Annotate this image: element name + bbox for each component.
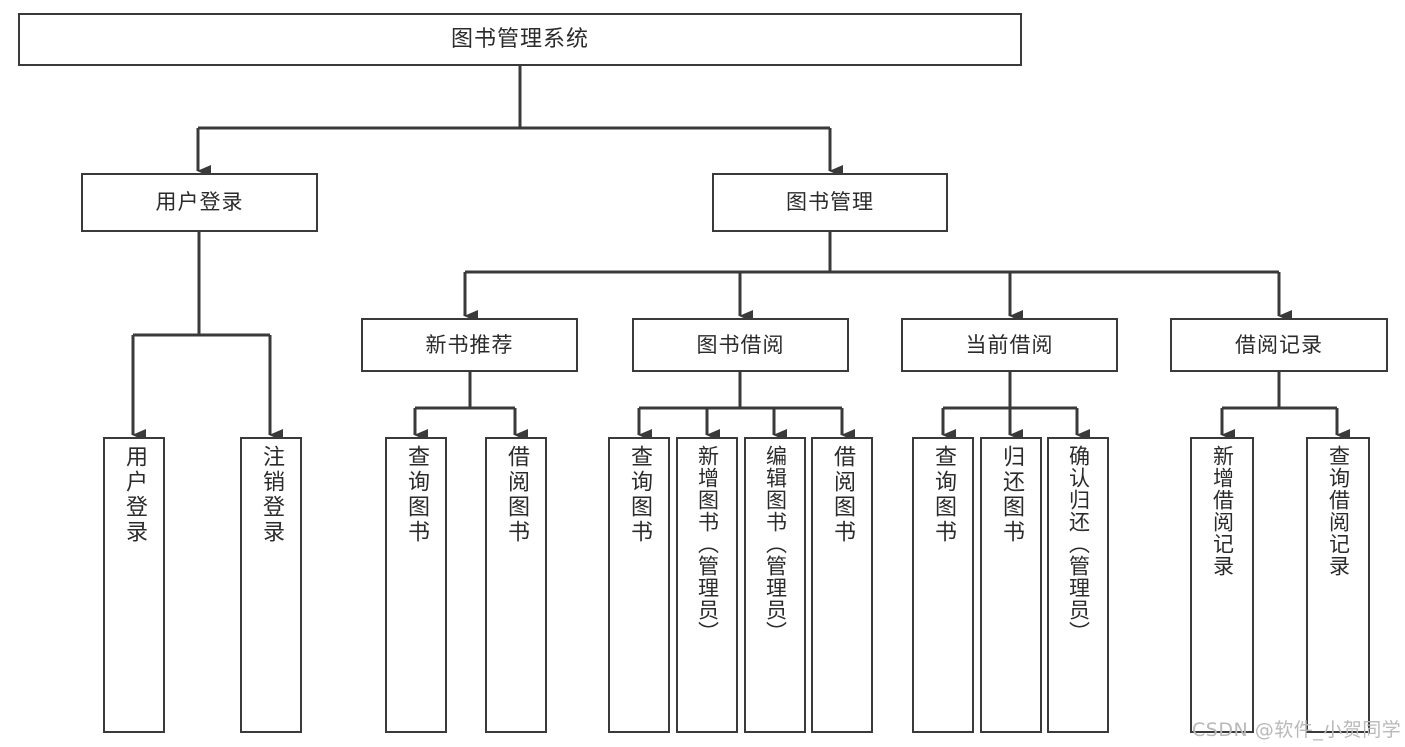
node-current-borrow[interactable]: 当前借阅	[901, 318, 1118, 372]
node-label: 新增图书（管理员）	[695, 445, 720, 643]
leaf-borrow-book[interactable]: 借阅图书	[811, 437, 873, 733]
node-label: 确认归还（管理员）	[1066, 445, 1091, 643]
leaf-confirm-return-admin[interactable]: 确认归还（管理员）	[1047, 437, 1109, 733]
node-label: 借阅图书	[504, 445, 529, 545]
node-label: 用户登录	[155, 190, 244, 215]
leaf-borrow-book-recommend[interactable]: 借阅图书	[485, 437, 547, 733]
node-label: 图书管理	[786, 190, 874, 215]
node-label: 查询借阅记录	[1326, 445, 1351, 577]
watermark-text: CSDN @软件_小贺同学	[1192, 719, 1402, 741]
node-label: 归还图书	[999, 445, 1024, 545]
node-label: 新书推荐	[425, 332, 514, 357]
node-label: 查询图书	[627, 445, 652, 545]
node-label: 注销登录	[259, 445, 284, 545]
csdn-watermark: CSDN @软件_小贺同学	[1192, 715, 1401, 742]
node-label: 当前借阅	[965, 332, 1054, 357]
node-user-login[interactable]: 用户登录	[81, 173, 318, 232]
leaf-query-book-current[interactable]: 查询图书	[912, 437, 974, 733]
node-label: 借阅记录	[1235, 332, 1323, 357]
node-label: 用户登录	[122, 445, 147, 545]
node-label: 图书管理系统	[450, 26, 589, 52]
leaf-logout[interactable]: 注销登录	[240, 437, 302, 733]
node-label: 查询图书	[404, 445, 429, 545]
leaf-query-book-borrow[interactable]: 查询图书	[608, 437, 670, 733]
node-label: 新增借阅记录	[1210, 445, 1235, 577]
leaf-edit-book-admin[interactable]: 编辑图书（管理员）	[744, 437, 806, 733]
node-label: 图书借阅	[696, 332, 785, 357]
leaf-query-borrow-record[interactable]: 查询借阅记录	[1306, 437, 1370, 733]
node-borrow-record[interactable]: 借阅记录	[1170, 318, 1388, 372]
leaf-add-book-admin[interactable]: 新增图书（管理员）	[676, 437, 738, 733]
leaf-add-borrow-record[interactable]: 新增借阅记录	[1190, 437, 1254, 733]
node-book-management[interactable]: 图书管理	[712, 173, 948, 232]
leaf-user-login[interactable]: 用户登录	[103, 437, 165, 733]
node-label: 查询图书	[931, 445, 956, 545]
node-book-borrow[interactable]: 图书借阅	[632, 318, 849, 372]
node-label: 借阅图书	[830, 445, 855, 545]
leaf-query-book-recommend[interactable]: 查询图书	[385, 437, 447, 733]
node-label: 编辑图书（管理员）	[763, 445, 788, 643]
node-root-system[interactable]: 图书管理系统	[18, 13, 1022, 66]
leaf-return-book[interactable]: 归还图书	[980, 437, 1042, 733]
node-new-book-recommend[interactable]: 新书推荐	[361, 318, 578, 372]
